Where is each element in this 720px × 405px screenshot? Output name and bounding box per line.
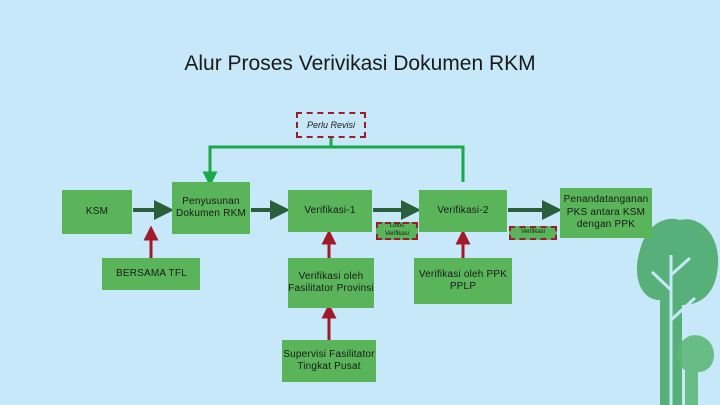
revision-loop-line xyxy=(202,145,465,187)
tree-large xyxy=(636,218,719,405)
node-verifikasi-ppk-pplp: Verifikasi oleh PPK PPLP xyxy=(414,258,512,304)
node-bersama-tfl: BERSAMA TFL xyxy=(102,258,200,290)
node-penyusunan-dokumen: Penyusunan Dokumen RKM xyxy=(172,182,250,234)
node-penandatanganan-pks: Penandatanganan PKS antara KSM dengan PP… xyxy=(560,188,652,238)
node-verifikasi-1: Verifikasi-1 xyxy=(288,190,372,232)
verifikasi-tag: Verifikasi xyxy=(509,226,557,240)
lolos-verifikasi-tag: Lolos Verifikasi xyxy=(376,222,418,240)
node-verifikasi-fasilitator-provinsi: Verifikasi oleh Fasilitator Provinsi xyxy=(288,258,374,308)
node-ksm: KSM xyxy=(62,190,132,234)
node-verifikasi-2: Verifikasi-2 xyxy=(419,190,507,232)
tree-small xyxy=(677,335,715,405)
perlu-revisi-tag: Perlu Revisi xyxy=(296,112,366,138)
node-supervisi-fasilitator-pusat: Supervisi Fasilitator Tingkat Pusat xyxy=(282,340,376,382)
diagram-title: Alur Proses Verivikasi Dokumen RKM xyxy=(184,52,536,75)
